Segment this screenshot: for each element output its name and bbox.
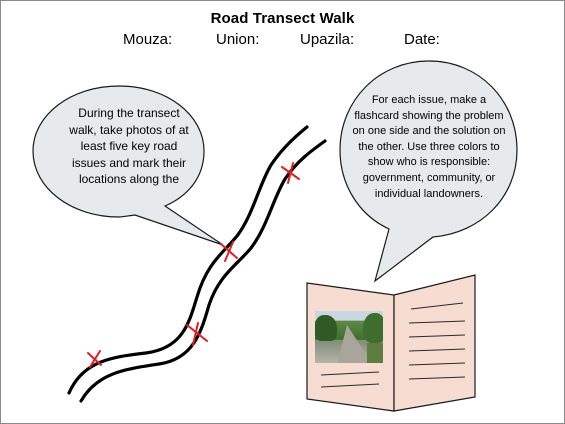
road-photo <box>315 311 383 363</box>
flashcard-right-lines <box>408 302 466 380</box>
upazila-label: Upazila: <box>300 31 355 48</box>
flashcard-right-page <box>393 274 476 412</box>
right-callout-text: For each issue, make a flashcard showing… <box>352 94 506 200</box>
flashcard-left-lines <box>320 371 380 388</box>
right-speech-bubble <box>339 60 518 283</box>
issue-mark-4 <box>281 162 300 184</box>
photo-tree-left <box>315 315 337 341</box>
union-label: Union: <box>216 31 260 48</box>
page-title: Road Transect Walk <box>210 10 355 27</box>
issue-mark-1 <box>87 350 102 368</box>
issue-mark-2 <box>186 322 208 346</box>
road-edge-upper <box>67 125 309 395</box>
mouza-label: Mouza: <box>123 31 173 48</box>
photo-verge <box>367 343 383 363</box>
date-label: Date: <box>404 31 440 48</box>
issue-mark-3 <box>220 241 238 262</box>
left-speech-bubble <box>32 85 224 246</box>
left-callout-text: During the transect walk, take photos of… <box>69 106 189 186</box>
road-edge-lower <box>79 139 327 403</box>
